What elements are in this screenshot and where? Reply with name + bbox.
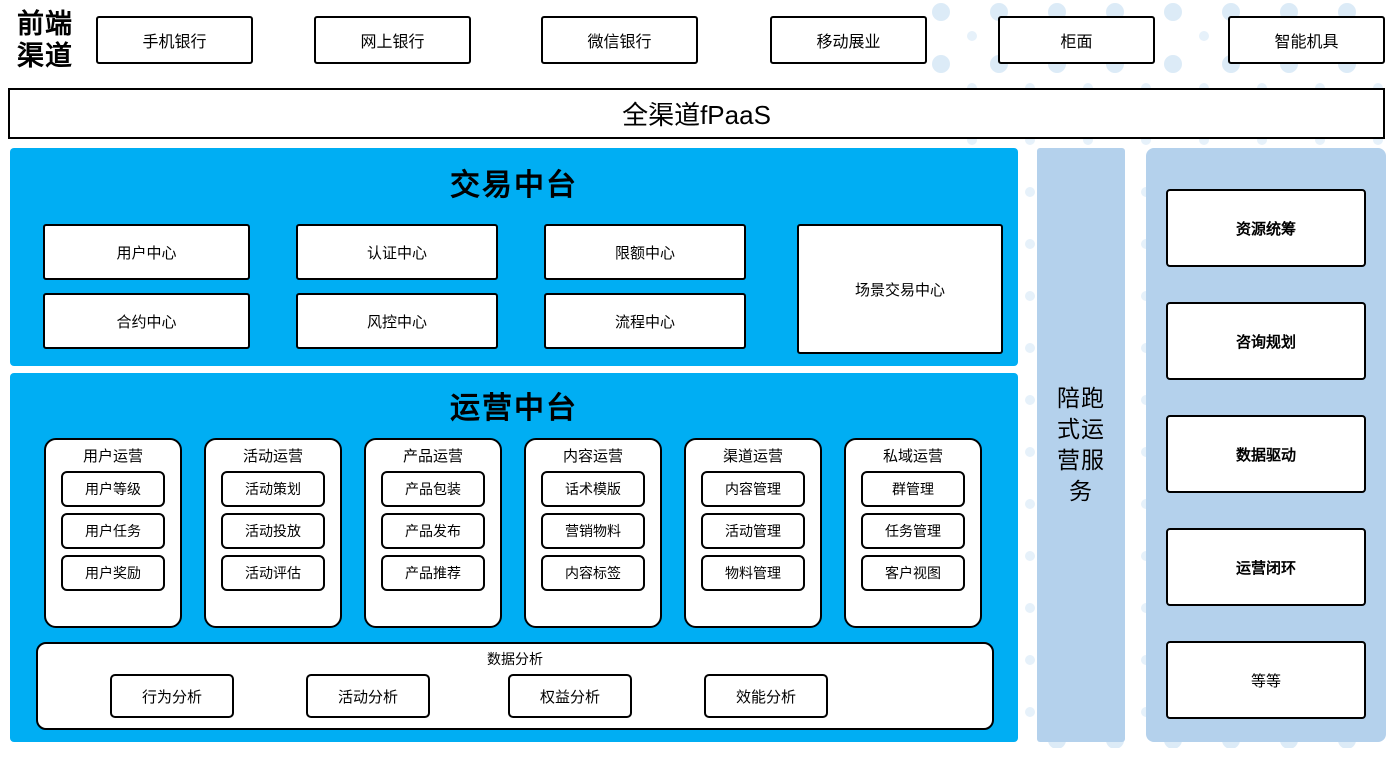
ops-group-title: 渠道运营 [722,448,783,465]
trade-module-contract-center[interactable]: 合约中心 [43,293,250,349]
ops-group-channel-operations[interactable]: 渠道运营 内容管理 活动管理 物料管理 [684,438,822,628]
ops-group-title: 产品运营 [402,448,463,465]
ops-sub-item[interactable]: 客户视图 [861,555,965,591]
ops-sub-item[interactable]: 产品发布 [381,513,485,549]
accompany-operation-service-label: 陪跑式运营服务 [1057,385,1105,504]
channel-chip-counter[interactable]: 柜面 [998,16,1155,64]
trade-module-auth-center[interactable]: 认证中心 [296,224,498,280]
ops-sub-item[interactable]: 内容标签 [541,555,645,591]
data-analysis-title: 数据分析 [487,651,543,667]
channel-chip-mobile-bank[interactable]: 手机银行 [96,16,253,64]
data-analysis-section: 数据分析 行为分析 活动分析 权益分析 效能分析 [36,642,994,730]
ops-sub-item[interactable]: 活动评估 [221,555,325,591]
front-channel-band: 前端 渠道 手机银行 网上银行 微信银行 移动展业 柜面 智能机具 [0,0,1393,80]
ops-sub-item[interactable]: 活动策划 [221,471,325,507]
omnichannel-fpaas-bar[interactable]: 全渠道fPaaS [8,88,1385,139]
ops-sub-item[interactable]: 物料管理 [701,555,805,591]
trade-module-user-center[interactable]: 用户中心 [43,224,250,280]
channel-chip-wechat-bank[interactable]: 微信银行 [541,16,698,64]
ops-sub-item[interactable]: 活动投放 [221,513,325,549]
ops-sub-item[interactable]: 任务管理 [861,513,965,549]
channel-chip-mobile-business[interactable]: 移动展业 [770,16,927,64]
channel-chip-smart-machine[interactable]: 智能机具 [1228,16,1385,64]
service-card-consulting-planning[interactable]: 咨询规划 [1166,302,1366,380]
trade-center-title: 交易中台 [450,169,578,202]
front-channel-label-line1: 前端 [17,9,73,39]
ops-sub-item[interactable]: 话术模版 [541,471,645,507]
service-card-data-driven[interactable]: 数据驱动 [1166,415,1366,493]
ops-sub-item[interactable]: 活动管理 [701,513,805,549]
ops-sub-item[interactable]: 用户奖励 [61,555,165,591]
service-card-operation-closed-loop[interactable]: 运营闭环 [1166,528,1366,606]
data-analysis-benefits[interactable]: 权益分析 [508,674,632,718]
ops-sub-item[interactable]: 用户等级 [61,471,165,507]
ops-group-title: 私域运营 [882,448,943,465]
trade-module-process-center[interactable]: 流程中心 [544,293,746,349]
service-card-resource-coordination[interactable]: 资源统筹 [1166,189,1366,267]
accompany-operation-service-column: 陪跑式运营服务 [1037,148,1125,742]
service-card-etc[interactable]: 等等 [1166,641,1366,719]
ops-group-product-operations[interactable]: 产品运营 产品包装 产品发布 产品推荐 [364,438,502,628]
ops-center-panel: 运营中台 用户运营 用户等级 用户任务 用户奖励 活动运营 活动策划 活动投放 … [10,373,1018,742]
front-channel-label: 前端 渠道 [4,4,86,76]
ops-sub-item[interactable]: 营销物料 [541,513,645,549]
ops-group-title: 用户运营 [82,448,143,465]
ops-group-campaign-operations[interactable]: 活动运营 活动策划 活动投放 活动评估 [204,438,342,628]
ops-group-title: 内容运营 [562,448,623,465]
ops-group-user-operations[interactable]: 用户运营 用户等级 用户任务 用户奖励 [44,438,182,628]
ops-center-title: 运营中台 [450,392,578,425]
ops-sub-item[interactable]: 群管理 [861,471,965,507]
ops-group-content-operations[interactable]: 内容运营 话术模版 营销物料 内容标签 [524,438,662,628]
trade-center-panel: 交易中台 用户中心 认证中心 限额中心 合约中心 风控中心 流程中心 场景交易中… [10,148,1018,366]
ops-sub-item[interactable]: 产品推荐 [381,555,485,591]
ops-sub-item[interactable]: 用户任务 [61,513,165,549]
channel-chip-online-bank[interactable]: 网上银行 [314,16,471,64]
ops-sub-item[interactable]: 产品包装 [381,471,485,507]
service-capability-column: 资源统筹 咨询规划 数据驱动 运营闭环 等等 [1146,148,1386,742]
trade-module-limit-center[interactable]: 限额中心 [544,224,746,280]
data-analysis-behavior[interactable]: 行为分析 [110,674,234,718]
ops-sub-item[interactable]: 内容管理 [701,471,805,507]
ops-group-private-domain-operations[interactable]: 私域运营 群管理 任务管理 客户视图 [844,438,982,628]
trade-module-riskcontrol-center[interactable]: 风控中心 [296,293,498,349]
data-analysis-efficiency[interactable]: 效能分析 [704,674,828,718]
ops-group-title: 活动运营 [242,448,303,465]
trade-module-scene-trade-center[interactable]: 场景交易中心 [797,224,1003,354]
data-analysis-campaign[interactable]: 活动分析 [306,674,430,718]
front-channel-label-line2: 渠道 [17,41,73,71]
